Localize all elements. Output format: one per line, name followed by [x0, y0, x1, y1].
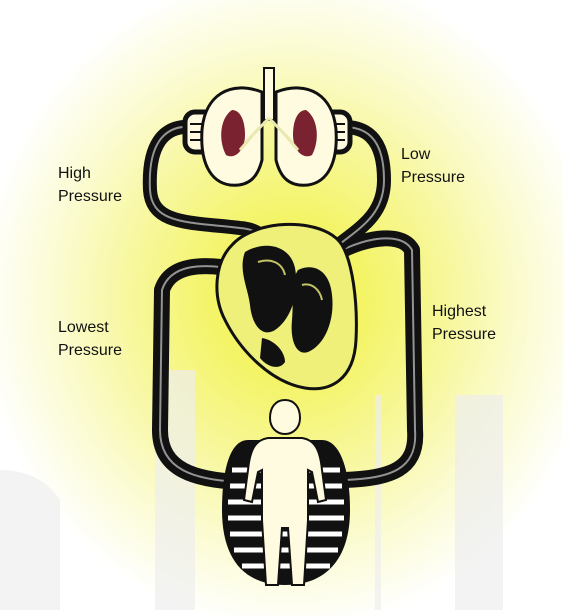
lowest-pressure-label-line2: Pressure	[58, 339, 122, 362]
high-pressure-label-line1: High	[58, 162, 122, 185]
highest-pressure-label-line1: Highest	[432, 300, 496, 323]
high-pressure-label: High Pressure	[58, 162, 122, 208]
low-pressure-label: Low Pressure	[401, 143, 465, 189]
low-pressure-label-line1: Low	[401, 143, 465, 166]
lowest-pressure-label: Lowest Pressure	[58, 316, 122, 362]
low-pressure-label-line2: Pressure	[401, 166, 465, 189]
highest-pressure-label-line2: Pressure	[432, 323, 496, 346]
human-figure-icon	[222, 400, 350, 585]
highest-pressure-label: Highest Pressure	[432, 300, 496, 346]
high-pressure-label-line2: Pressure	[58, 185, 122, 208]
lungs-icon	[185, 68, 350, 185]
lowest-pressure-label-line1: Lowest	[58, 316, 122, 339]
heart-icon	[217, 224, 356, 388]
